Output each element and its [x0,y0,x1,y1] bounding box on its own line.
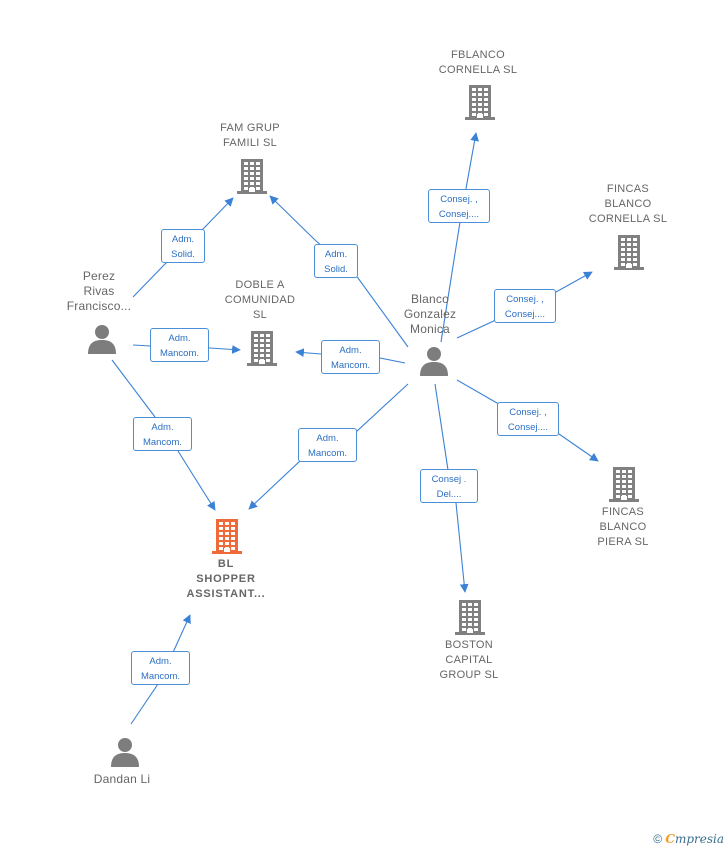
building-icon-doble-a[interactable] [247,330,277,371]
company-label-fblanco[interactable]: FBLANCO CORNELLA SL [438,49,518,76]
person-icon-blanco[interactable] [419,346,449,381]
company-label-doble-a[interactable]: DOBLE A COMUNIDAD SL [224,279,296,321]
building-icon-fincas-cornella[interactable] [614,234,644,275]
company-label-fincas-cornella[interactable]: FINCAS BLANCO CORNELLA SL [588,183,668,225]
company-label-boston[interactable]: BOSTON CAPITAL GROUP SL [439,639,499,681]
person-icon-perez[interactable] [87,324,117,359]
role-box-dandan-bl-shopper[interactable]: Adm. Mancom. [131,651,190,685]
company-label-fincas-piera[interactable]: FINCAS BLANCO PIERA SL [597,506,649,548]
role-box-blanco-fincas-cornella[interactable]: Consej. , Consej.... [494,289,556,323]
brand-footer[interactable]: © Cmpresia [653,832,724,846]
person-label-blanco[interactable]: Blanco Gonzalez Monica [403,292,457,336]
role-box-blanco-boston[interactable]: Consej . Del.... [420,469,478,503]
building-icon-fam-grup[interactable] [237,158,267,199]
company-label-bl-shopper[interactable]: BL SHOPPER ASSISTANT... [186,558,266,600]
role-box-perez-fam-grup[interactable]: Adm. Solid. [161,229,205,263]
person-label-dandan[interactable]: Dandan Li [93,772,151,786]
building-icon-fincas-piera[interactable] [609,466,639,507]
role-box-perez-doble-a[interactable]: Adm. Mancom. [150,328,209,362]
role-box-blanco-bl-shopper[interactable]: Adm. Mancom. [298,428,357,462]
role-box-blanco-fincas-piera[interactable]: Consej. , Consej.... [497,402,559,436]
company-label-fam-grup[interactable]: FAM GRUP FAMILI SL [220,122,280,149]
role-box-blanco-fam-grup[interactable]: Adm. Solid. [314,244,358,278]
building-icon-fblanco[interactable] [465,84,495,125]
role-box-blanco-fblanco[interactable]: Consej. , Consej.... [428,189,490,223]
role-box-blanco-doble-a[interactable]: Adm. Mancom. [321,340,380,374]
role-box-perez-bl-shopper[interactable]: Adm. Mancom. [133,417,192,451]
edge-blanco-to-fincas_cornella [456,271,593,339]
building-icon-bl-shopper[interactable] [212,518,242,559]
person-label-perez[interactable]: Perez Rivas Francisco... [66,269,132,313]
brand-name: mpresia [674,832,724,846]
building-icon-boston[interactable] [455,599,485,640]
copyright-symbol: © [653,832,663,846]
person-icon-dandan[interactable] [110,737,140,772]
brand-initial: C [665,832,675,846]
